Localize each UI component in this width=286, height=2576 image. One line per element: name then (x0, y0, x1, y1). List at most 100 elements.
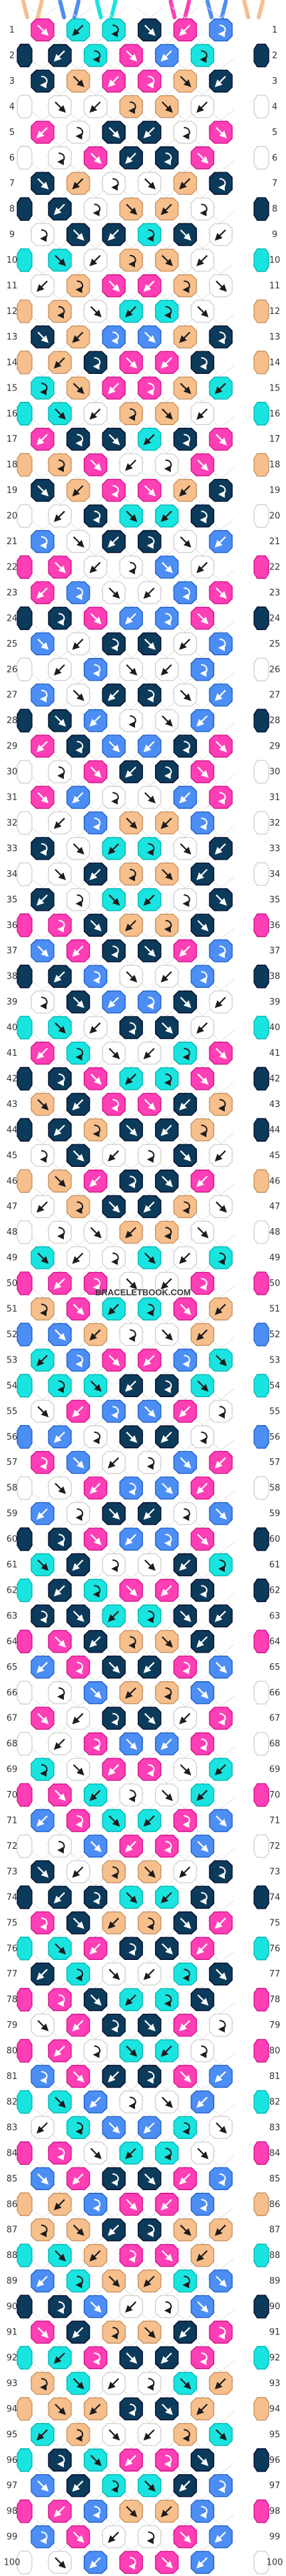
knot (83, 44, 108, 67)
knot-arrow (182, 1201, 190, 1214)
knot (66, 120, 90, 144)
knot-arrow (215, 1662, 227, 1673)
edge-knot (17, 1476, 33, 1500)
knot-arrow (146, 536, 155, 549)
knot (119, 95, 143, 118)
knot (138, 1911, 162, 1935)
row-number-right: 87 (269, 2225, 281, 2235)
knot-arrow (144, 1866, 156, 1878)
knot-arrow (75, 587, 84, 600)
knot (31, 1297, 55, 1321)
knot-arrow (218, 1406, 226, 1419)
knot-arrow (75, 740, 84, 754)
knot-arrow (92, 1124, 101, 1138)
knot-arrow (162, 408, 173, 420)
knot-arrow (144, 485, 156, 497)
knot-arrow (37, 1252, 49, 1264)
knot-arrow (92, 1431, 101, 1444)
row-number-left: 70 (7, 1790, 18, 1800)
knot-arrow (36, 2122, 48, 2134)
edge-knot (17, 1374, 33, 1398)
row-number-right: 57 (269, 1458, 281, 1468)
knot (48, 1528, 72, 1551)
knot-arrow (143, 2122, 155, 2134)
row-number-right: 69 (269, 1765, 281, 1775)
knot (209, 2167, 233, 2191)
knot (155, 1988, 179, 2011)
knot-arrow (37, 25, 49, 37)
knot-arrow (160, 204, 172, 216)
edge-knot (17, 2397, 33, 2421)
knot-arrow (197, 1994, 209, 2006)
knot (102, 325, 126, 349)
knot-arrow (36, 2429, 48, 2441)
edge-knot (253, 1066, 269, 1091)
knot-arrow (164, 1227, 172, 1240)
row-number-left: 36 (7, 921, 18, 931)
knot (31, 990, 55, 1014)
row-number-right: 32 (269, 818, 281, 828)
knot-arrow (197, 1533, 209, 1545)
knot (155, 2142, 179, 2165)
knot (31, 2218, 55, 2241)
knot (83, 965, 108, 988)
row-number-left: 56 (7, 1432, 18, 1442)
row-number-left: 22 (7, 562, 18, 572)
row-number-left: 30 (7, 767, 18, 777)
knot-arrow (57, 305, 65, 319)
row-number-left: 100 (4, 2558, 21, 2568)
knot-arrow (75, 2429, 84, 2442)
knot (138, 1297, 162, 1321)
knot-arrow (55, 2557, 67, 2569)
knot-arrow (111, 792, 119, 805)
knot-arrow (92, 1738, 101, 1752)
edge-knot (253, 2295, 269, 2319)
knot-arrow (144, 1559, 156, 1571)
edge-knot (17, 1271, 33, 1295)
knot (119, 2243, 143, 2267)
knot-arrow (108, 76, 119, 88)
row-number-left: 33 (7, 844, 18, 854)
row-number-right: 6 (272, 153, 277, 163)
knot-arrow (40, 229, 48, 242)
knot (209, 325, 233, 349)
knot (48, 2448, 72, 2472)
knot-arrow (164, 919, 172, 933)
knot-arrow (40, 1610, 48, 1623)
knot-arrow (125, 459, 136, 471)
knot-arrow (160, 1278, 172, 1290)
knot (83, 1732, 108, 1756)
knot (48, 453, 72, 476)
row-number-left: 96 (7, 2456, 18, 2466)
knot-arrow (143, 2429, 155, 2441)
knot-arrow (128, 2557, 136, 2570)
edge-knot (17, 248, 33, 272)
edge-knot (253, 2346, 269, 2370)
edge-knot (253, 1220, 269, 1244)
knot (173, 1041, 198, 1065)
knot (173, 2116, 198, 2140)
knot (173, 274, 198, 297)
knot-arrow (40, 1457, 48, 1470)
knot-arrow (92, 664, 101, 677)
knot-arrow (36, 1355, 48, 1367)
knot-arrow (108, 1355, 120, 1367)
knot-arrow (40, 536, 48, 549)
knot (209, 1092, 233, 1116)
row-number-left: 49 (7, 1253, 18, 1263)
edge-knot (253, 402, 269, 426)
knot (209, 18, 233, 42)
knot-arrow (55, 1329, 67, 1341)
row-number-left: 93 (7, 2378, 18, 2388)
knot-arrow (92, 204, 101, 217)
knot (119, 1016, 143, 1039)
row-number-left: 85 (7, 2174, 18, 2184)
knot-arrow (111, 1252, 119, 1265)
knot (102, 1246, 126, 1269)
knot (102, 18, 126, 42)
edge-knot (17, 1220, 33, 1244)
knot-arrow (72, 331, 84, 343)
row-number-right: 92 (269, 2353, 281, 2363)
row-number-left: 68 (7, 1739, 18, 1749)
row-number-right: 56 (269, 1432, 281, 1442)
